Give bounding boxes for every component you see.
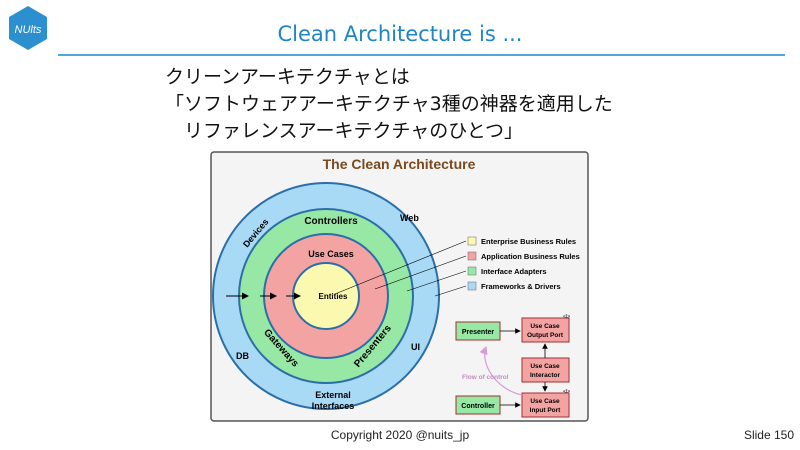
legend-leader — [434, 285, 467, 297]
interactor-box — [521, 357, 570, 383]
legend: Enterprise Business Rules Application Bu… — [467, 236, 580, 291]
copyright: Copyright 2020 @nuits_jp — [330, 428, 470, 442]
external-label-1: External — [315, 390, 351, 400]
legend-swatch — [467, 251, 477, 261]
use-cases-label: Use Cases — [308, 249, 354, 259]
web-label: Web — [400, 213, 419, 223]
output-port-label-2: Output Port — [527, 332, 564, 339]
clean-architecture-diagram: The Clean Architecture Devices Web DB UI… — [210, 151, 589, 422]
intro-line-2: 「ソフトウェアアーキテクチャ3種の神器を適用した — [165, 93, 613, 115]
output-port-box — [521, 317, 570, 343]
controller-label: Controller — [461, 403, 495, 410]
interface-tag: <I> — [563, 314, 570, 320]
output-port-label-1: Use Case — [530, 323, 560, 330]
slide-number: Slide 150 — [743, 428, 794, 442]
presenter-label: Presenter — [462, 329, 495, 336]
interactor-label-2: Interactor — [530, 372, 560, 379]
ui-label: UI — [411, 342, 420, 352]
input-port-box — [521, 392, 570, 418]
flow-of-control-curve — [479, 345, 523, 396]
intro-text: クリーンアーキテクチャとは 「ソフトウェアアーキテクチャ3種の神器を適用した リ… — [165, 64, 613, 145]
legend-label: Frameworks & Drivers — [481, 282, 561, 291]
legend-leader — [374, 255, 467, 290]
interface-tag: <I> — [563, 389, 570, 395]
flow-of-control-inset: Presenter Use Case Output Port <I> Use C… — [455, 314, 570, 418]
diagram-heading: The Clean Architecture — [323, 156, 476, 172]
db-label: DB — [236, 351, 249, 361]
legend-leader — [406, 270, 467, 292]
legend-swatch — [467, 266, 477, 276]
legend-leader — [334, 240, 467, 295]
intro-line-1: クリーンアーキテクチャとは — [165, 66, 410, 88]
legend-swatch — [467, 281, 477, 291]
flow-of-control-label: Flow of control — [462, 374, 509, 381]
logo-text: NUlts — [15, 24, 42, 36]
input-port-label-2: Input Port — [530, 407, 562, 414]
legend-swatch — [467, 236, 477, 246]
legend-label: Enterprise Business Rules — [481, 237, 576, 246]
legend-label: Interface Adapters — [481, 267, 547, 276]
input-port-label-1: Use Case — [530, 398, 560, 405]
intro-line-3: リファレンスアーキテクチャのひとつ」 — [165, 120, 523, 142]
slide-title: Clean Architecture is ... — [277, 22, 523, 46]
controllers-label: Controllers — [304, 216, 358, 227]
interactor-label-1: Use Case — [530, 363, 560, 370]
nuits-logo: NUlts — [9, 6, 47, 50]
entities-label: Entities — [319, 292, 348, 301]
title-divider — [58, 54, 785, 56]
external-label-2: Interfaces — [312, 401, 355, 411]
legend-label: Application Business Rules — [481, 252, 580, 261]
